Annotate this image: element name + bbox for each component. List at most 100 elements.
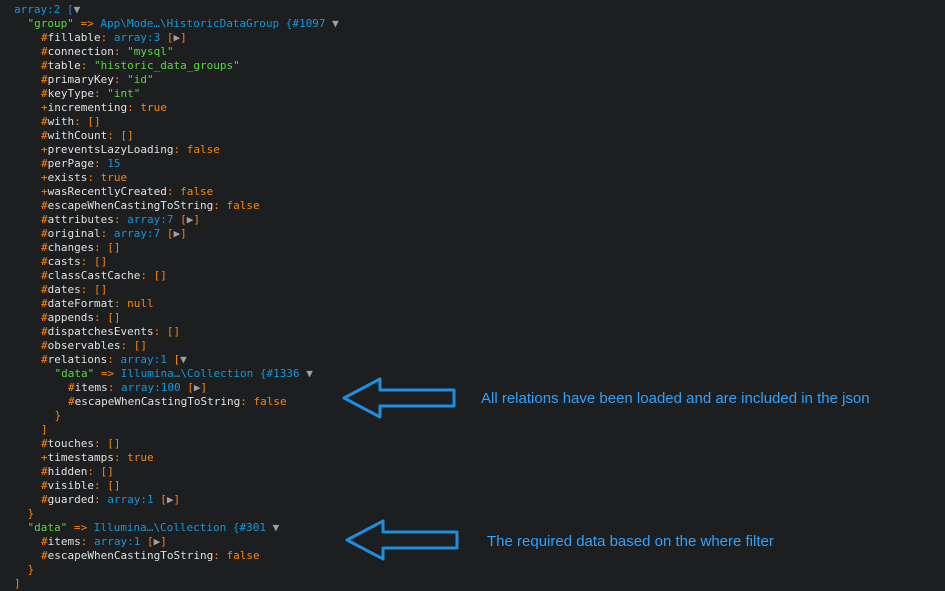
collapse-toggle-icon[interactable]: ▼ [73, 3, 81, 16]
dump-line: ] [14, 577, 21, 591]
collapse-toggle-icon[interactable]: ▼ [180, 353, 187, 366]
dump-line: +wasRecentlyCreated: false [41, 185, 213, 199]
dump-line: #original: array:7 [▶] [41, 227, 187, 241]
dump-token: : [100, 31, 114, 44]
dump-token: } [27, 563, 35, 576]
dump-token: + [41, 143, 48, 156]
expand-toggle-icon[interactable]: ▶ [173, 31, 181, 44]
dump-line: #keyType: "int" [41, 87, 140, 101]
dump-token: array:3 [113, 31, 167, 44]
dump-token: {#301 [232, 521, 273, 534]
dump-token: : [] [107, 129, 134, 142]
dump-token: : [107, 381, 121, 394]
dump-token: false [180, 185, 214, 198]
dump-line: #changes: [] [41, 241, 120, 255]
dump-token: : [93, 157, 108, 170]
dump-token: : [213, 549, 227, 562]
dump-token: : [] [120, 339, 147, 352]
dump-token: [ [146, 535, 154, 548]
dump-token: original [47, 227, 101, 240]
dump-token: # [41, 325, 48, 338]
dump-token: # [41, 297, 48, 310]
dump-token: false [226, 199, 260, 212]
dump-token: true [100, 171, 128, 184]
expand-toggle-icon[interactable]: ▶ [153, 535, 161, 548]
dump-token: [ [187, 381, 194, 394]
dump-token: observables [47, 339, 121, 352]
dump-token: : [] [80, 283, 108, 296]
dump-token: # [41, 199, 48, 212]
dump-token: "data" [27, 521, 68, 534]
dump-token: => [94, 367, 121, 380]
dump-token: Illumina…\Collection [120, 367, 260, 380]
dump-token: } [27, 507, 35, 520]
dump-token: timestamps [47, 451, 114, 464]
dump-token: # [68, 395, 75, 408]
expand-toggle-icon[interactable]: ▶ [166, 493, 174, 506]
dump-token: # [41, 73, 48, 86]
dump-token: App\Mode…\HistoricDataGroup [100, 17, 286, 30]
dump-token: [ [166, 227, 174, 240]
dump-token: "group" [27, 17, 74, 30]
dump-token: "data" [54, 367, 95, 380]
dump-token: : [113, 213, 128, 226]
dump-token: table [47, 59, 81, 72]
dump-token: "historic_data_groups" [94, 59, 240, 72]
dump-token: + [41, 451, 48, 464]
dump-token: classCastCache [47, 269, 141, 282]
dump-token: } [54, 409, 62, 422]
dump-token: [ [160, 493, 167, 506]
dump-line: #dispatchesEvents: [] [41, 325, 180, 339]
arrow-data-icon [345, 519, 459, 561]
expand-toggle-icon[interactable]: ▶ [193, 381, 201, 394]
dump-token: false [226, 549, 260, 562]
dump-line: } [55, 409, 62, 423]
dump-token: : [113, 45, 128, 58]
dump-token: : [80, 59, 94, 72]
dump-token: : [80, 535, 94, 548]
expand-toggle-icon[interactable]: ▶ [173, 227, 181, 240]
dump-line: #relations: array:1 [▼ [41, 353, 187, 367]
dump-token: : [] [87, 465, 114, 478]
dump-token: perPage [47, 157, 94, 170]
dump-token: : [] [93, 311, 121, 324]
dump-token: connection [47, 45, 114, 58]
dump-token: array:1 [120, 353, 174, 366]
dump-token: true [140, 101, 167, 114]
dump-token: dispatchesEvents [47, 325, 154, 338]
dump-token: # [41, 241, 48, 254]
collapse-toggle-icon[interactable]: ▼ [332, 17, 339, 30]
dump-token: dateFormat [47, 297, 114, 310]
dump-token: : [100, 227, 114, 240]
dump-line: "data" => Illumina…\Collection {#1336 ▼ [55, 367, 313, 381]
dump-token: ] [41, 423, 48, 436]
dump-token: ] [160, 535, 167, 548]
dump-token: : [] [80, 255, 108, 268]
dump-token: => [73, 17, 101, 30]
dump-token: ] [14, 577, 21, 590]
dump-token: hidden [47, 465, 88, 478]
dump-token: # [41, 437, 48, 450]
dump-token: items [47, 535, 81, 548]
dump-token: # [41, 283, 48, 296]
dump-line: #escapeWhenCastingToString: false [68, 395, 287, 409]
dump-token: attributes [47, 213, 114, 226]
dump-line: #fillable: array:3 [▶] [41, 31, 187, 45]
dump-token: # [41, 59, 48, 72]
collapse-toggle-icon[interactable]: ▼ [306, 367, 313, 380]
dump-line: #items: array:1 [▶] [41, 535, 167, 549]
dump-token: [ [173, 353, 181, 366]
dump-token: # [41, 255, 48, 268]
dump-line: +exists: true [41, 171, 127, 185]
dump-token: # [41, 129, 48, 142]
dump-token: : [] [93, 241, 121, 254]
collapse-toggle-icon[interactable]: ▼ [272, 521, 280, 534]
dump-line: #hidden: [] [41, 465, 114, 479]
dump-line: } [28, 507, 35, 521]
dump-token: ] [180, 31, 187, 44]
dump-token: preventsLazyLoading [47, 143, 174, 156]
dump-line: array:2 [▼ [14, 3, 80, 17]
expand-toggle-icon[interactable]: ▶ [186, 213, 194, 226]
dump-token: casts [47, 255, 81, 268]
